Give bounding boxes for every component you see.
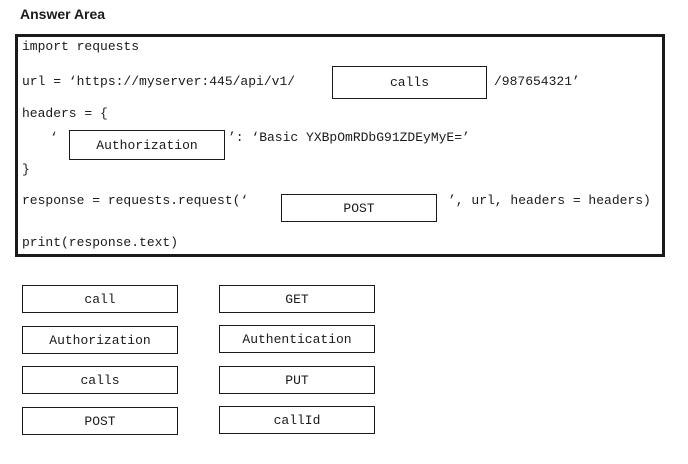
code-line-url-prefix: url = ‘https://myserver:445/api/v1/ [22, 74, 296, 89]
code-line-print: print(response.text) [22, 235, 179, 250]
code-line-headers-close: } [22, 162, 30, 177]
code-line-headers-open: headers = { [22, 106, 108, 121]
drop-slot-header-name[interactable]: Authorization [69, 130, 225, 160]
option-authentication[interactable]: Authentication [219, 325, 375, 353]
option-put[interactable]: PUT [219, 366, 375, 394]
drop-slot-url-path[interactable]: calls [332, 66, 487, 99]
option-post[interactable]: POST [22, 407, 178, 435]
option-callid[interactable]: callId [219, 406, 375, 434]
code-line-response-suffix: ’, url, headers = headers) [448, 193, 651, 208]
option-call[interactable]: call [22, 285, 178, 313]
code-line-response-prefix: response = requests.request(‘ [22, 193, 249, 208]
code-line-import: import requests [22, 39, 140, 54]
option-authorization[interactable]: Authorization [22, 326, 178, 354]
code-line-header-quote: ‘ [50, 130, 58, 145]
option-get[interactable]: GET [219, 285, 375, 313]
drop-slot-http-method[interactable]: POST [281, 194, 437, 222]
answer-area-title: Answer Area [20, 6, 106, 22]
option-calls[interactable]: calls [22, 366, 178, 394]
code-line-url-suffix: /987654321’ [494, 74, 580, 89]
code-line-header-value: ’: ‘Basic YXBpOmRDbG91ZDEyMyE=’ [228, 130, 470, 145]
